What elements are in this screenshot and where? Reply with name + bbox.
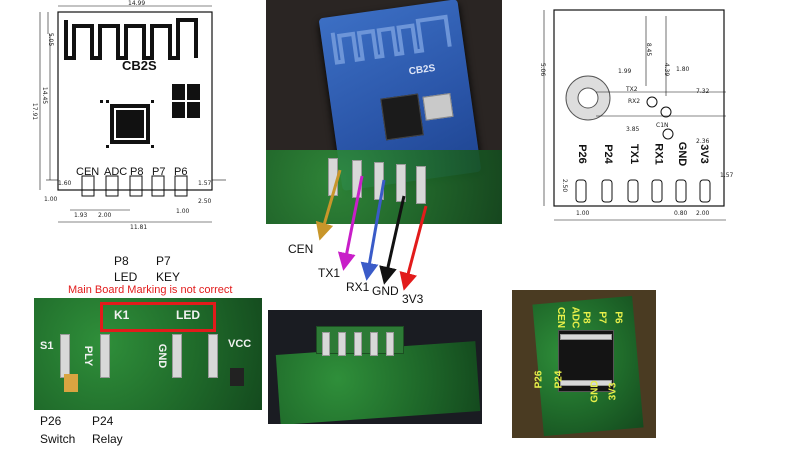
side-pin-bar-2 [560,380,612,386]
board-pin-3 [172,334,182,378]
dim-pad-gap: 2.00 [98,212,112,219]
right-drawing-svg [543,9,726,221]
mark-ply: PLY [82,345,95,367]
warning-highlight-box [100,302,216,332]
r-pin-tx1: TX1 [628,143,641,165]
footer-func-relay: Relay [92,432,123,446]
left-pin-cen: CEN [76,166,100,178]
side-bottom-gnd: GND [589,380,601,403]
warning-note: Main Board Marking is not correct [68,284,233,296]
module-pin-4 [396,164,406,202]
right-technical-drawing: 5.06 8.45 4.39 1.99 3.85 1.80 7.32 2.36 … [536,6,776,226]
main-board-photo: K1 LED S1 PLY GND VCC [34,298,262,410]
left-pin-adc: ADC [104,166,128,178]
side-bottom-p26: P26 [533,370,545,389]
board-pin-1 [60,334,70,378]
mark-k1: K1 [114,308,130,322]
r-pin-p24: P24 [601,144,614,164]
left-drawing-svg [39,5,226,223]
board-component [230,368,244,386]
closeup-pin-4 [370,332,378,356]
side-bottom-p24: P24 [553,370,565,389]
r-dim-left-side: 8.45 [645,42,653,57]
arrow-rx1 [360,179,386,281]
left-pin-p8: P8 [130,166,144,178]
mark-s1: S1 [40,340,54,352]
left-pin-p7: P7 [152,166,166,178]
module-antenna-trace [330,14,452,65]
left-module-name: CB2S [122,58,157,73]
side-top-adc: ADC [569,306,581,329]
side-bottom-3v3: 3V3 [607,382,619,401]
r-dim-c6: 2.36 [696,138,710,145]
r-dim-bottom-left: 2.50 [561,178,569,193]
r-dim-top: 5.06 [539,62,547,77]
label-cen: CEN [288,242,314,256]
board-resistor [64,374,78,392]
footer-pin-p24: P24 [92,414,114,428]
arrow-tx1 [337,175,364,271]
side-top-p8: P8 [580,311,592,324]
header-pin-p7: P7 [156,254,171,268]
closeup-pin-5 [386,332,394,356]
r-pin-gnd: GND [676,141,689,167]
arrow-cen [315,169,342,241]
dim-pad-pitch: 1.93 [74,212,88,219]
mark-gnd: GND [156,343,169,369]
r-pin-p26: P26 [575,144,588,164]
dim-pad-right: 1.00 [176,208,190,215]
r-dim-pad-gap: 0.80 [674,210,688,217]
r-dim-pad-pitch: 2.00 [696,210,710,217]
r-label-c1n: C1N [656,122,669,129]
closeup-pin-2 [338,332,346,356]
module-board: CB2S [318,0,482,191]
r-label-tx2: TX2 [626,86,638,93]
r-dim-c3: 4.39 [663,62,671,77]
arrow-gnd [379,195,406,285]
r-label-rx2: RX2 [628,98,641,105]
dim-left-edge: 1.00 [44,196,58,203]
dim-right-pin-offset: 1.57 [198,180,212,187]
header-func-led: LED [114,270,138,284]
dim-total-bottom: 11.81 [130,224,148,231]
side-top-p6: P6 [612,311,624,324]
closeup-pin-3 [354,332,362,356]
label-rx1: RX1 [346,280,370,294]
module-pin-5 [416,166,426,204]
label-gnd: GND [372,284,399,298]
r-dim-c5: 7.32 [696,88,710,95]
dim-width: 14.99 [128,0,146,7]
dim-pad-height: 2.50 [198,198,212,205]
side-top-p7: P7 [596,311,608,324]
mark-led: LED [176,308,200,322]
module-side-photo: CEN ADC P8 P7 P6 P26 P24 GND 3V3 [512,290,656,438]
side-top-cen: CEN [555,306,567,329]
arrow-3v3 [399,205,428,291]
left-pin-p6: P6 [174,166,188,178]
dim-left-pin-offset: 1.60 [58,180,72,187]
r-dim-c4: 1.80 [676,66,690,73]
board-closeup-photo [268,310,482,424]
footer-pin-p26: P26 [40,414,62,428]
module-photo: CB2S [266,0,502,224]
board-pin-2 [100,334,110,378]
label-tx1: TX1 [318,266,341,280]
left-technical-drawing: 14.99 5.05 17.91 14.45 1.60 1.57 2.50 1.… [0,0,240,232]
side-pin-bar-1 [560,334,612,340]
header-pin-p8: P8 [114,254,129,268]
r-dim-bottom-right: 1.57 [720,172,734,179]
footer-func-switch: Switch [40,432,76,446]
header-func-key: KEY [156,270,181,284]
r-dim-c2: 3.85 [626,126,640,133]
label-3v3: 3V3 [402,292,424,306]
mark-vcc: VCC [228,338,252,350]
r-dim-pad-w: 1.00 [576,210,590,217]
r-pin-3v3: 3V3 [697,144,710,164]
r-pin-rx1: RX1 [652,143,665,165]
board-pin-4 [208,334,218,378]
closeup-pin-1 [322,332,330,356]
r-dim-c1: 1.99 [618,68,632,75]
